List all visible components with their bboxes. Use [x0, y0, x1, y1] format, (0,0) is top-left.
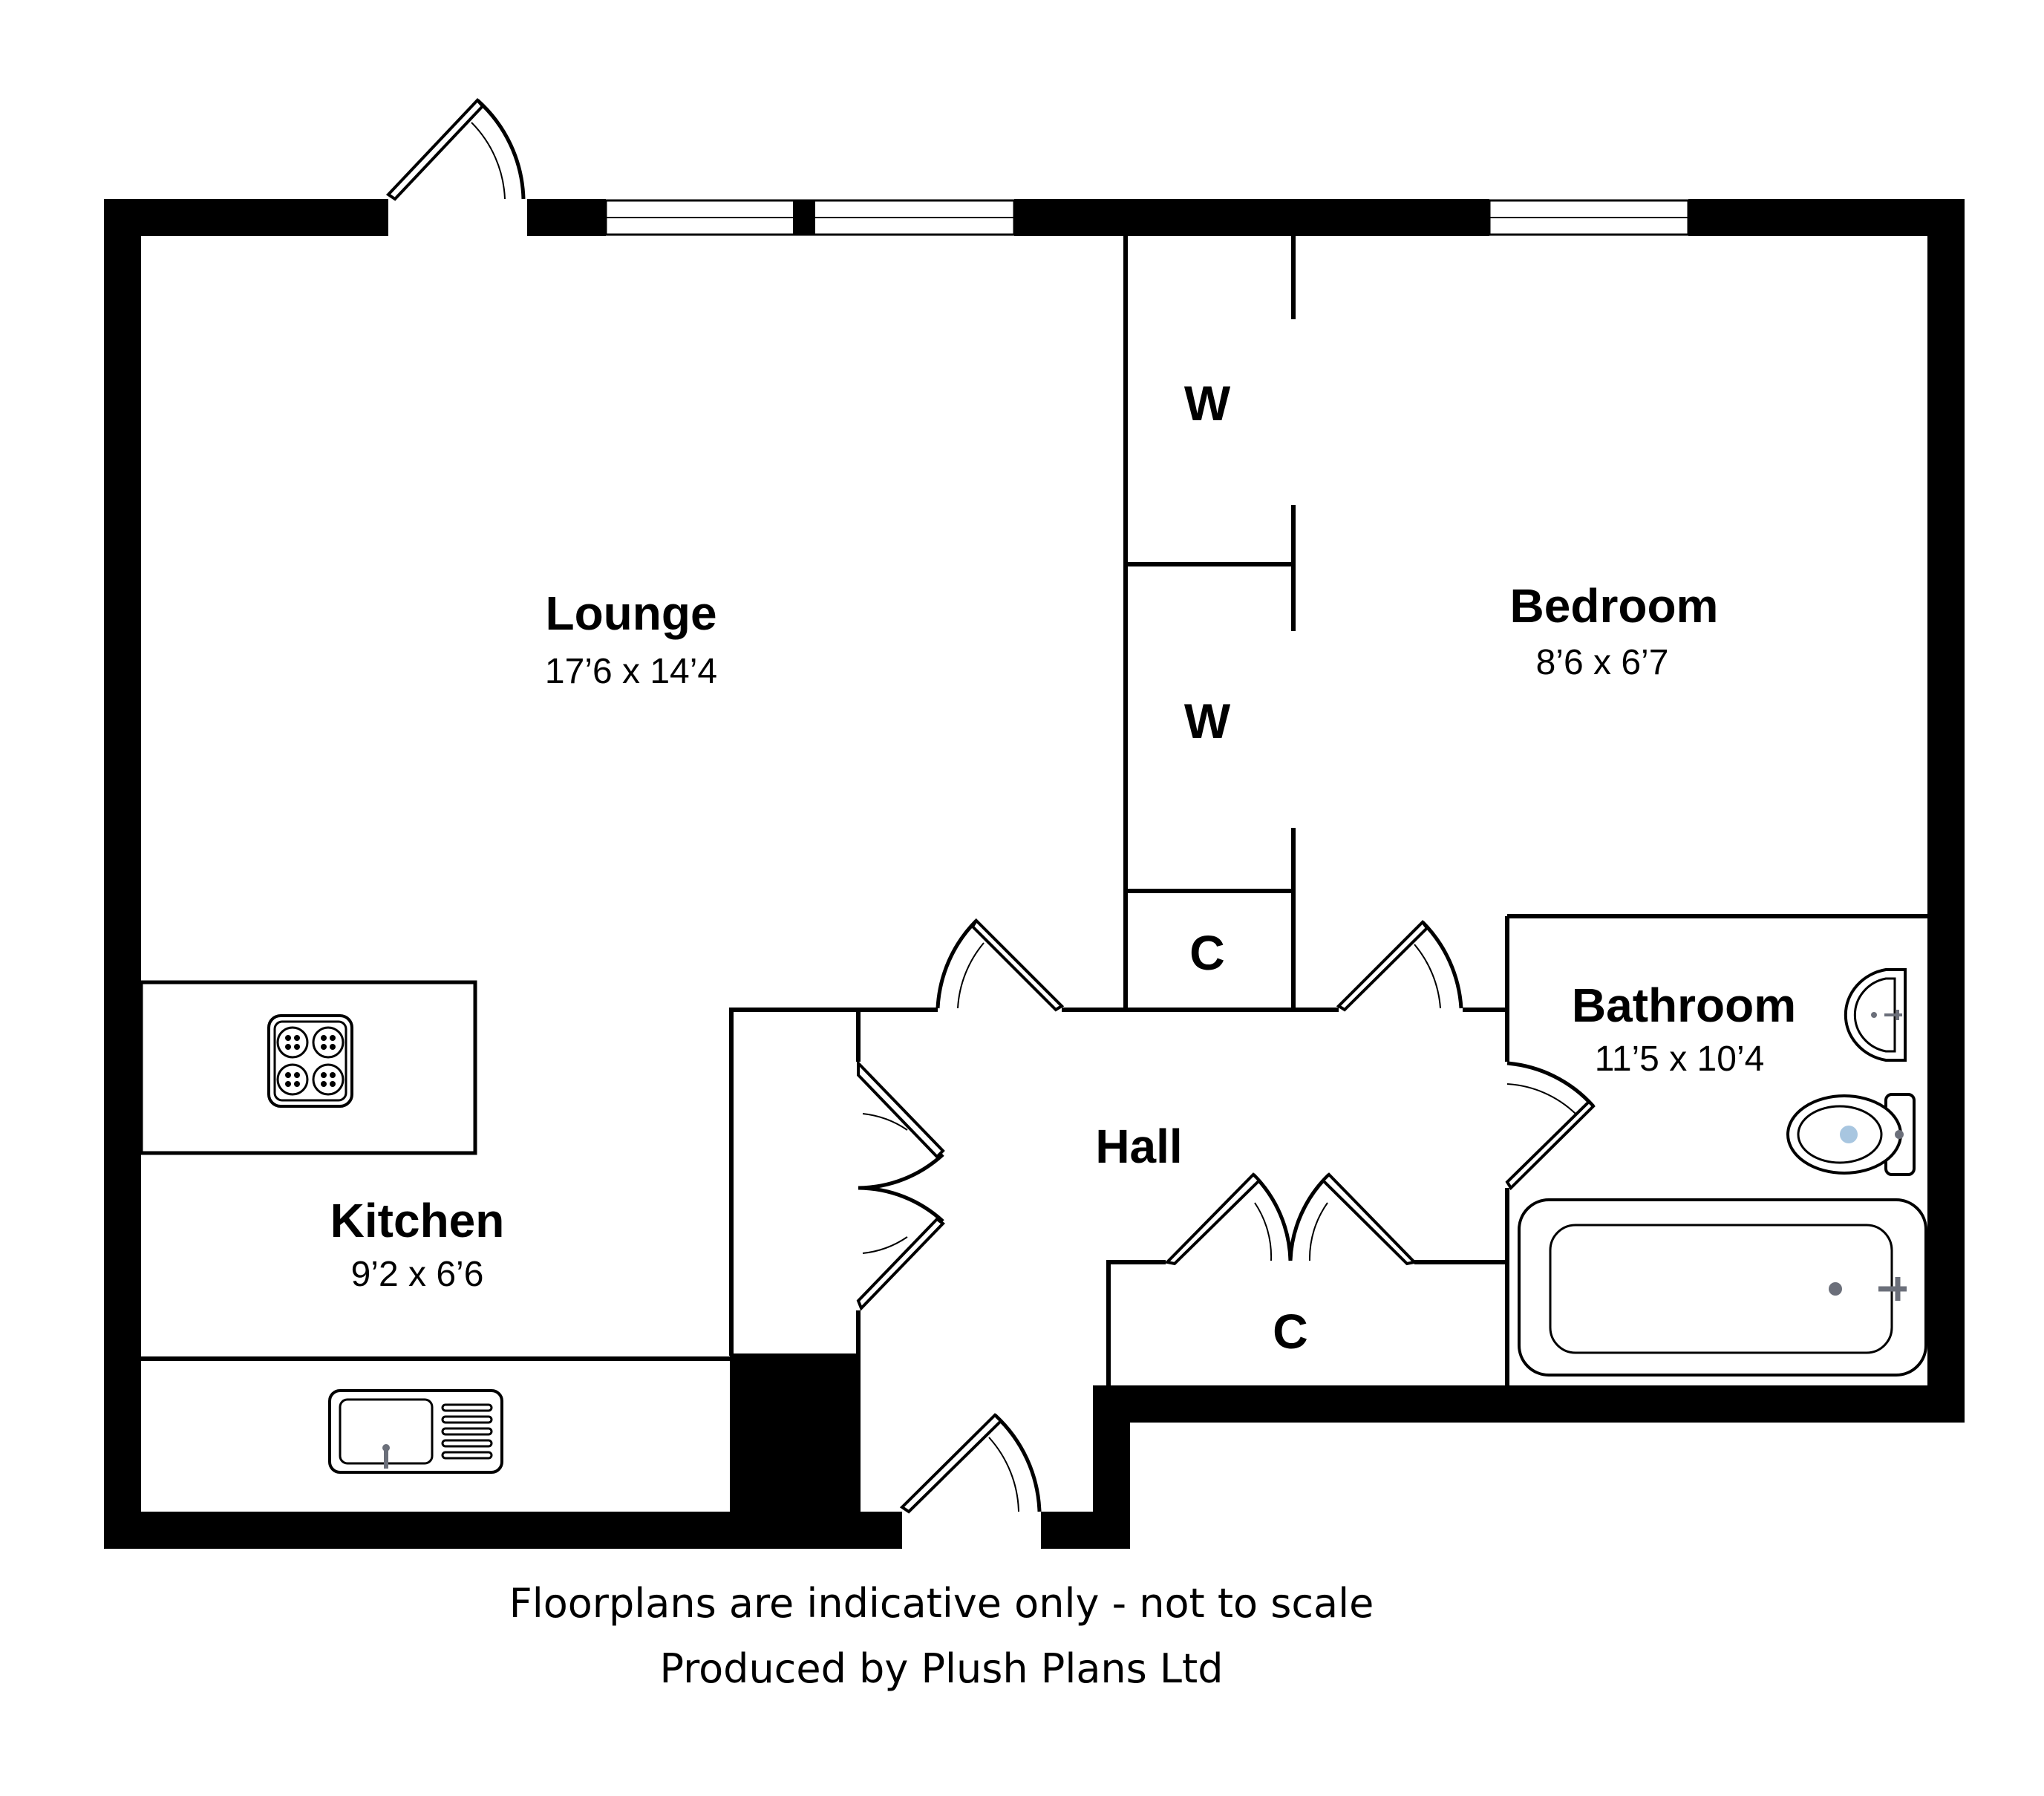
cupboard-upper-label: C: [1189, 925, 1225, 980]
kitchen-label: Kitchen: [330, 1194, 505, 1247]
wardrobe-top-label: W: [1184, 376, 1231, 431]
disclaimer-text: Floorplans are indicative only - not to …: [509, 1580, 1374, 1627]
wall-top-right: [1688, 199, 1965, 236]
structural-pillar: [730, 1356, 861, 1512]
producer-credit: Produced by Plush Plans Ltd: [660, 1645, 1224, 1692]
bathroom-door: [1505, 1061, 1596, 1191]
kitchen-island-counter: [139, 980, 477, 1155]
bedroom-hall-door: [1336, 919, 1463, 1012]
lounge-external-door: [385, 98, 526, 201]
interior-walls: [139, 236, 1927, 1385]
hob: [267, 1014, 353, 1108]
kitchen-dimensions: 9’2 x 6’6: [351, 1255, 484, 1294]
window-mullion: [793, 200, 815, 235]
bathroom-dimensions: 11’5 x 10’4: [1595, 1039, 1765, 1079]
hall-label: Hall: [1095, 1120, 1182, 1173]
bathroom-basin: [1844, 968, 1907, 1062]
wall-left: [104, 199, 141, 1549]
wall-right: [1927, 199, 1965, 1423]
hall-side-cupboard-doors: [856, 1059, 946, 1311]
bedroom-dimensions: 8’6 x 6’7: [1536, 643, 1669, 682]
bathroom-label: Bathroom: [1572, 979, 1796, 1032]
wall-top-center: [1014, 199, 1489, 236]
windows: [604, 199, 1690, 236]
wall-bottom-right: [1093, 1385, 1965, 1423]
room-labels: Lounge 17’6 x 14’4 Bedroom 8’6 x 6’7 Kit…: [330, 376, 1796, 1359]
wardrobe-bottom-label: W: [1184, 693, 1231, 748]
bathroom-toilet: [1786, 1093, 1916, 1176]
lounge-hall-door: [936, 918, 1065, 1012]
bedroom-label: Bedroom: [1510, 579, 1719, 633]
lounge-dimensions: 17’6 x 14’4: [545, 652, 717, 691]
doors: [385, 98, 1596, 1514]
lounge-label: Lounge: [545, 587, 716, 640]
front-door: [899, 1413, 1042, 1514]
lower-cupboard-doors: [1163, 1172, 1418, 1266]
kitchen-sink: [328, 1389, 503, 1474]
bathroom-bath: [1518, 1198, 1927, 1377]
outer-walls: [104, 199, 1965, 1549]
wall-top-left: [104, 199, 388, 236]
footer: Floorplans are indicative only - not to …: [509, 1580, 1374, 1692]
cupboard-lower-label: C: [1273, 1304, 1308, 1359]
wall-top-mid: [527, 199, 606, 236]
wall-bottom-left: [104, 1512, 902, 1549]
